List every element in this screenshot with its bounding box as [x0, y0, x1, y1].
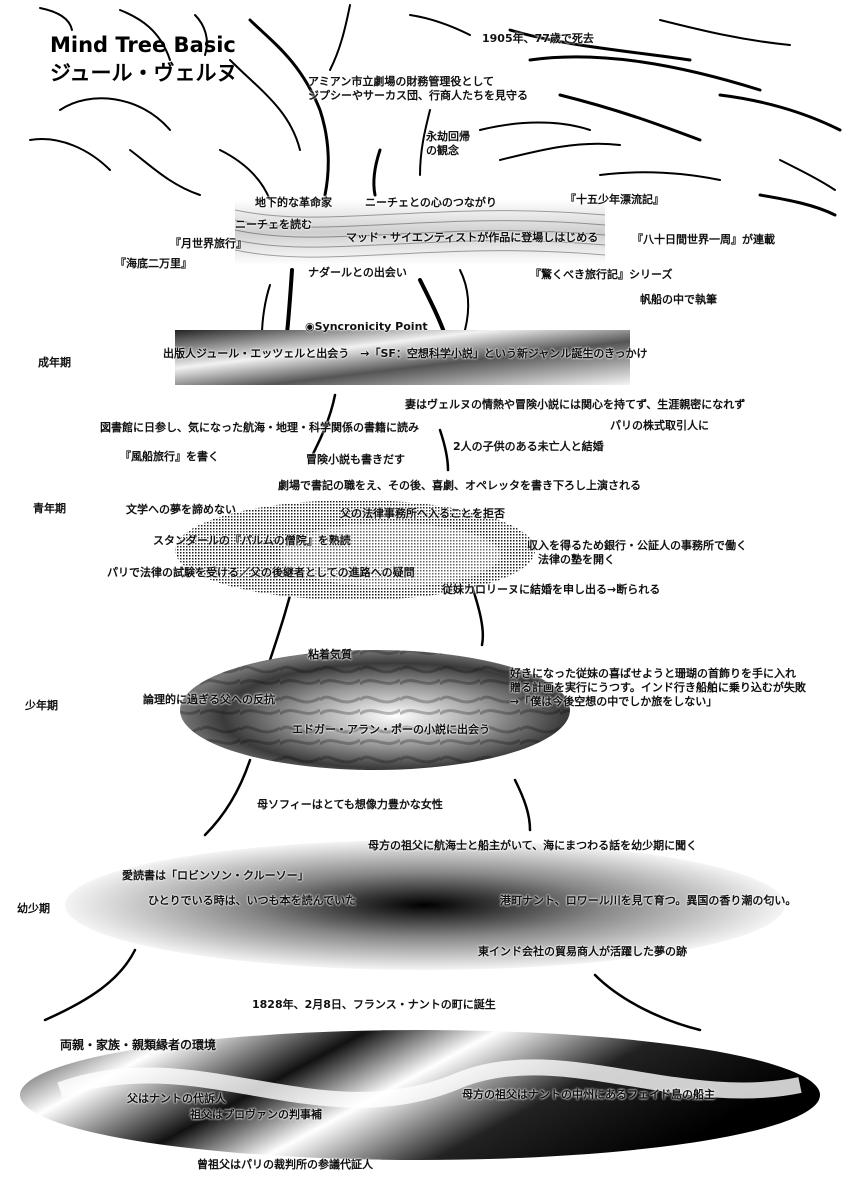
crown-branches: [29, 4, 842, 352]
node-amiens: アミアン市立劇場の財務管理役として ジプシーやサーカス団、行商人たちを見守る: [308, 75, 528, 102]
node-adventure: 冒険小説も書きだす: [306, 453, 405, 466]
node-underground: 地下的な革命家: [255, 196, 332, 209]
node-alone: ひとりでいる時は、いつも本を読んでいた: [148, 894, 357, 907]
title-line-1: Mind Tree Basic: [50, 33, 236, 57]
node-shipowner: 母方の祖父はナントの中州にあるフェイド島の船主: [462, 1088, 715, 1101]
node-sync-point: ◉Syncronicity Point: [305, 320, 428, 333]
node-sailboat: 帆船の中で執筆: [640, 293, 717, 306]
node-coral: 好きになった従妹の喜ばせようと珊瑚の首飾りを手に入れ 贈る計画を実行にうつす。イ…: [510, 667, 806, 708]
node-family: 両親・家族・親類縁者の環境: [60, 1038, 217, 1052]
node-wife: 妻はヴェルヌの情熱や冒険小説には関心を持てず、生涯親密になれず: [405, 398, 746, 411]
node-sea: 『海底二万里』: [115, 257, 192, 270]
childhood-ellipse: [65, 840, 785, 970]
trunk-lines: [43, 393, 702, 1032]
stage-label-childhood: 幼少期: [17, 902, 50, 915]
node-moon: 『月世界旅行』: [170, 237, 247, 250]
node-caroline: 従妹カロリーヌに結婚を申し出る→断られる: [442, 583, 661, 596]
node-grandfather-provins: 祖父はプロヴァンの判事補: [190, 1108, 322, 1121]
node-crusoe: 愛読書は「ロビンソン・クルーソー」: [122, 869, 309, 882]
node-broker: パリの株式取引人に: [610, 419, 709, 432]
stage-label-youth: 青年期: [33, 502, 66, 515]
crown-band: [235, 200, 605, 265]
node-poe: エドガー・アラン・ポーの小説に出会う: [292, 723, 490, 736]
node-bank: 収入を得るため銀行・公証人の事務所で働く 法律の塾を開く: [527, 539, 747, 566]
node-nietzsche-bond: ニーチェとの心のつながり: [365, 196, 497, 209]
node-grandfather-sea: 母方の祖父に航海士と船主がいて、海にまつわる話を幼少期に聞く: [368, 839, 698, 852]
node-voyages: 『驚くべき旅行記』シリーズ: [530, 268, 673, 281]
node-mad-scientist: マッド・サイエンティストが作品に登場しはじめる: [346, 231, 599, 244]
node-literature: 文学への夢を諦めない: [126, 503, 236, 516]
node-theater: 劇場で書記の職をえ、その後、喜劇、オペレッタを書き下ろし上演される: [278, 479, 641, 492]
node-birth: 1828年、2月8日、フランス・ナントの町に誕生: [252, 998, 496, 1011]
node-east-india: 東インド会社の貿易商人が活躍した夢の跡: [478, 945, 687, 958]
node-death: 1905年、77歳で死去: [482, 32, 594, 45]
node-nadar: ナダールとの出会い: [308, 266, 407, 279]
node-hetzel: 出版人ジュール・エッツェルと出会う →「SF：空想科学小説」という新ジャンル誕生…: [163, 347, 648, 360]
node-read-nietzsche: ニーチェを読む: [235, 218, 312, 231]
node-great-grandfather: 曾祖父はパリの裁判所の参議代証人: [197, 1158, 373, 1171]
stage-label-adult: 成年期: [38, 356, 71, 369]
node-fifteen: 『十五少年漂流記』: [565, 193, 664, 206]
node-widow: 2人の子供のある未亡人と結婚: [453, 440, 604, 453]
node-law-exam: パリで法律の試験を受ける／父の後継者としての進路への疑問: [107, 566, 415, 579]
node-father: 父はナントの代訴人: [127, 1092, 226, 1105]
node-eternal-return: 永劫回帰 の観念: [426, 130, 470, 157]
adult-band: [175, 330, 630, 385]
node-balloon: 『風船旅行』を書く: [120, 450, 219, 463]
stage-label-boyhood: 少年期: [25, 699, 58, 712]
node-stendhal: スタンダールの『パルムの僧院』を熟読: [153, 534, 351, 547]
node-eighty-days: 『八十日間世界一周』が連載: [632, 233, 775, 246]
node-mother: 母ソフィーはとても想像力豊かな女性: [257, 798, 443, 811]
node-library: 図書館に日参し、気になった航海・地理・科学関係の書籍に読み: [100, 421, 419, 434]
title-line-2: ジュール・ヴェルヌ: [50, 61, 238, 85]
node-nantes: 港町ナント、ロワール川を見て育つ。異国の香り潮の匂い。: [500, 894, 797, 907]
node-rebel: 論理的に過ぎる父への反抗: [143, 693, 275, 706]
node-tenacious: 粘着気質: [308, 648, 352, 661]
node-refuse: 父の法律事務所へ入ることを拒否: [340, 507, 505, 520]
